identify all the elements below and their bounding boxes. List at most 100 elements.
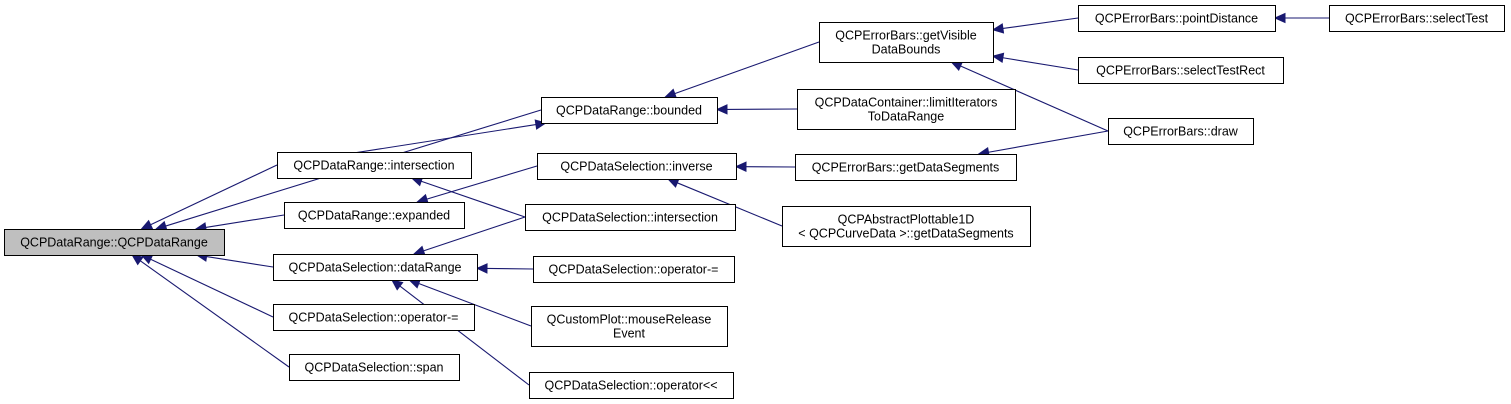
edge-eb-pointDistance-to-eb-getVisible [991, 17, 1079, 34]
node-label: QCPDataSelection::inverse [560, 160, 712, 174]
node-label: QCPErrorBars::selectTest [1345, 12, 1489, 26]
node-box [4, 229, 225, 256]
arrowhead [734, 161, 747, 172]
node-label: DataBounds [872, 43, 941, 57]
arrowhead [412, 245, 426, 256]
node-sel-inverse[interactable]: QCPDataSelection::inverse [537, 153, 737, 180]
edge-range-intersection-to-root [140, 164, 278, 230]
edge-line [418, 283, 532, 327]
node-eb-selectTest[interactable]: QCPErrorBars::selectTest [1329, 5, 1505, 32]
node-box [1108, 118, 1254, 145]
node-eb-selectTestRect[interactable]: QCPErrorBars::selectTestRect [1078, 57, 1284, 84]
node-box [531, 306, 728, 347]
node-label: QCPErrorBars::getVisible [835, 29, 977, 43]
node-sel-opminus-right[interactable]: QCPDataSelection::operator-= [533, 256, 735, 283]
edge-dc-limitIterators-to-bounded [715, 104, 798, 115]
node-label: Event [613, 327, 645, 341]
arrowhead [1273, 12, 1286, 24]
node-box [795, 154, 1017, 181]
node-box [273, 254, 478, 281]
node-label: ToDataRange [868, 110, 944, 124]
edge-line [988, 130, 1109, 153]
edge-line [150, 258, 274, 318]
edge-line [1002, 57, 1079, 71]
node-sel-span[interactable]: QCPDataSelection::span [289, 354, 460, 381]
node-expanded[interactable]: QCPDataRange::expanded [284, 202, 465, 229]
node-box [782, 206, 1031, 247]
edge-line [150, 164, 278, 226]
node-label: QCPDataSelection::operator<< [544, 379, 717, 393]
edge-sel-opminus-right-to-sel-dataRange [475, 263, 534, 274]
edge-sel-span-to-root [131, 254, 290, 368]
node-label: QCPAbstractPlottable1D [838, 213, 975, 227]
node-sel-opminus-left[interactable]: QCPDataSelection::operator-= [273, 304, 475, 331]
node-label: QCPErrorBars::draw [1123, 125, 1239, 139]
node-box [537, 153, 737, 180]
node-bounded[interactable]: QCPDataRange::bounded [541, 97, 718, 124]
node-label: QCPErrorBars::pointDistance [1095, 12, 1258, 26]
nodes-layer: QCPDataRange::QCPDataRange QCPDataRange::… [4, 5, 1505, 399]
node-label: QCPDataRange::intersection [293, 159, 454, 173]
node-box [529, 372, 734, 399]
arrowhead [140, 219, 154, 230]
node-box [1329, 5, 1505, 32]
node-box [819, 22, 994, 63]
node-sel-dataRange[interactable]: QCPDataSelection::dataRange [273, 254, 478, 281]
node-box [1078, 57, 1284, 84]
node-box [273, 304, 475, 331]
edge-line [677, 182, 783, 227]
arrowhead [140, 254, 154, 265]
edge-line [423, 216, 526, 252]
node-box [1078, 5, 1276, 32]
edge-line [1002, 17, 1079, 30]
node-ap-getDataSegments[interactable]: QCPAbstractPlottable1D< QCPCurveData >::… [782, 206, 1031, 247]
edge-sel-opshift-to-sel-dataRange [390, 279, 530, 386]
node-dc-limitIterators[interactable]: QCPDataContainer::limitIteratorsToDataRa… [797, 89, 1016, 130]
node-box [289, 354, 460, 381]
edge-line [206, 256, 274, 268]
node-label: QCustomPlot::mouseRelease [547, 313, 712, 327]
node-root[interactable]: QCPDataRange::QCPDataRange [4, 229, 225, 256]
edge-line [486, 267, 534, 270]
arrowhead [715, 104, 728, 115]
node-sel-intersection[interactable]: QCPDataSelection::intersection [525, 204, 736, 231]
arrowhead [950, 61, 964, 72]
node-eb-pointDistance[interactable]: QCPErrorBars::pointDistance [1078, 5, 1276, 32]
edge-line [421, 180, 526, 218]
edge-line [140, 260, 290, 368]
node-label: QCPDataSelection::dataRange [288, 261, 461, 275]
node-label: QCPDataRange::QCPDataRange [20, 236, 208, 250]
node-label: < QCPCurveData >::getDataSegments [798, 227, 1013, 241]
node-box [541, 97, 718, 124]
node-eb-getDataSegments[interactable]: QCPErrorBars::getDataSegments [795, 154, 1017, 181]
node-label: QCPDataSelection::operator-= [289, 311, 459, 325]
node-box [284, 202, 465, 229]
node-label: QCPErrorBars::getDataSegments [812, 161, 1000, 175]
arrowhead [664, 88, 677, 99]
node-box [277, 152, 472, 179]
edge-line [399, 285, 530, 386]
arrowhead [991, 23, 1005, 34]
arrowhead [991, 52, 1005, 64]
arrowhead [390, 279, 404, 291]
edge-eb-getDataSegments-to-sel-inverse [734, 161, 796, 172]
node-sel-opshift[interactable]: QCPDataSelection::operator<< [529, 372, 734, 399]
node-range-intersection[interactable]: QCPDataRange::intersection [277, 152, 472, 179]
node-label: QCPDataSelection::intersection [542, 211, 718, 225]
node-box [533, 256, 735, 283]
node-label: QCPErrorBars::selectTestRect [1096, 64, 1265, 78]
edge-eb-selectTest-to-eb-pointDistance [1273, 12, 1329, 24]
edge-line [674, 41, 820, 95]
node-label: QCPDataSelection::span [305, 361, 444, 375]
edge-eb-getVisible-to-bounded [664, 41, 820, 99]
arrowhead [131, 254, 144, 266]
edge-cp-mouseRelease-to-sel-dataRange [408, 278, 532, 327]
node-label: QCPDataRange::bounded [556, 104, 702, 118]
edge-eb-draw-to-eb-getDataSegments [977, 130, 1109, 158]
node-eb-draw[interactable]: QCPErrorBars::draw [1108, 118, 1254, 145]
node-box [797, 89, 1016, 130]
edge-eb-selectTestRect-to-eb-getVisible [991, 52, 1079, 71]
node-label: QCPDataContainer::limitIterators [815, 96, 998, 110]
